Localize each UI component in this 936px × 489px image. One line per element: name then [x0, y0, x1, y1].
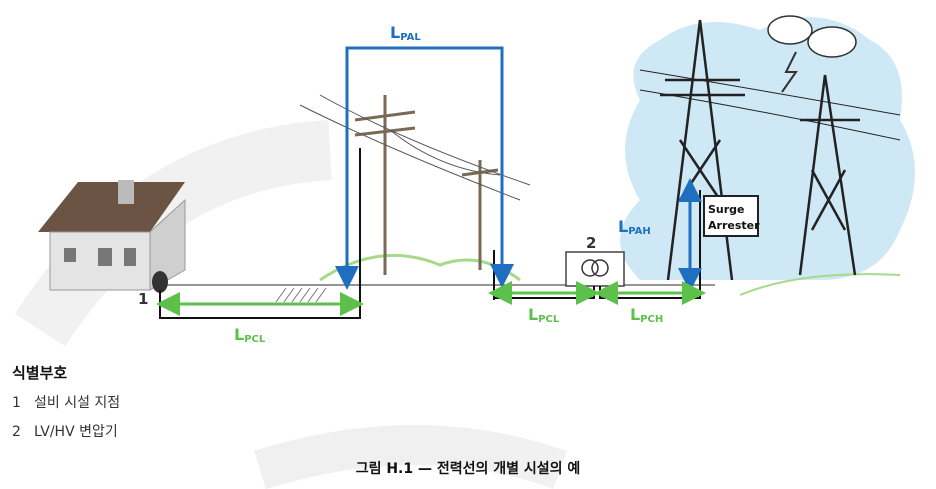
legend-title: 식별부호 — [12, 364, 68, 382]
legend-item-2-text: LV/HV 변압기 — [34, 424, 118, 440]
legend-item-1-number: 1 — [12, 395, 21, 411]
surge-arrester-label-2: Arrester — [708, 219, 760, 232]
legend-item-2: 2 LV/HV 변압기 — [12, 421, 118, 441]
marker-2: 2 — [586, 234, 596, 252]
legend-item-2-number: 2 — [12, 424, 21, 440]
l-pcl-mid-label: LPCL — [528, 305, 560, 325]
surge-arrester-label-1: Surge — [708, 203, 745, 216]
l-pah-label: LPAH — [618, 217, 651, 237]
buried-cable-hatch — [275, 287, 327, 303]
legend-item-1: 1 설비 시설 지점 — [12, 392, 120, 412]
storm-cloud-icon — [767, 15, 857, 58]
house-icon — [38, 180, 186, 293]
marker-1: 1 — [138, 290, 148, 308]
low-voltage-pole — [299, 94, 531, 275]
lightning-icon — [781, 51, 798, 93]
figure-caption: 그림 H.1 — 전력선의 개별 시설의 예 — [355, 461, 581, 477]
legend-item-1-text: 설비 시설 지점 — [34, 395, 121, 411]
grass — [319, 253, 521, 282]
l-pal-label: LPAL — [390, 23, 421, 43]
grass-right — [739, 273, 901, 296]
transformer-icon — [565, 251, 625, 287]
surge-arrester-box — [703, 195, 759, 237]
sky-background — [620, 17, 915, 281]
l-pch-label: LPCH — [630, 305, 663, 325]
l-pcl-left-label: LPCL — [234, 325, 266, 345]
